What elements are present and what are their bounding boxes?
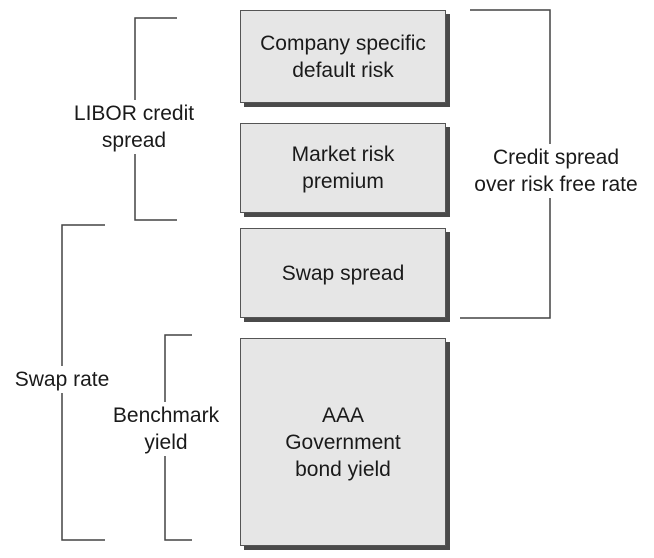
government-bond-yield-box: AAA Government bond yield xyxy=(240,338,446,546)
benchmark-yield-label: Benchmark yield xyxy=(96,402,236,456)
market-risk-premium-box: Market risk premium xyxy=(240,123,446,213)
libor-credit-spread-label: LIBOR credit spread xyxy=(48,100,220,154)
credit-spread-over-risk-free-label: Credit spread over risk free rate xyxy=(460,144,652,198)
swap-rate-label: Swap rate xyxy=(2,366,122,393)
swap-spread-box: Swap spread xyxy=(240,228,446,318)
company-specific-default-risk-box: Company specific default risk xyxy=(240,10,446,103)
